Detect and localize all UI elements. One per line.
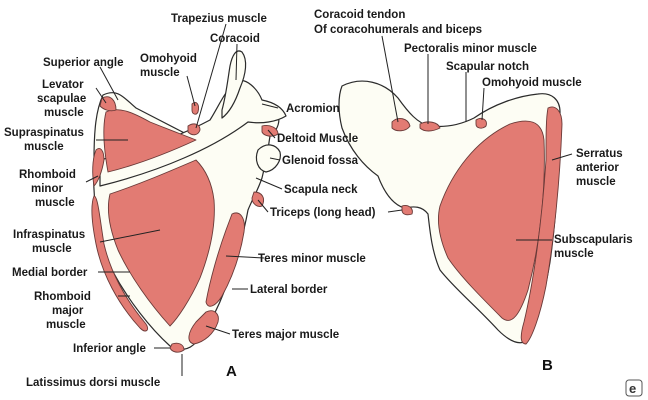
- label-coracoid-tendon-line2: Of coracohumerals and biceps: [314, 24, 482, 36]
- label-inferior-angle: Inferior angle: [73, 343, 146, 355]
- coracoid-process-a: [221, 50, 247, 119]
- label-teres-major: Teres major muscle: [232, 329, 339, 341]
- label-supraspinatus-line1: Supraspinatus: [4, 127, 84, 139]
- omohyoid-attachment-a: [191, 101, 199, 115]
- label-latissimus: Latissimus dorsi muscle: [26, 377, 160, 389]
- label-rhomboid-minor-line3: muscle: [35, 197, 75, 209]
- labels-panel-a: Trapezius muscle Coracoid Superior angle…: [4, 13, 376, 389]
- label-glenoid: Glenoid fossa: [282, 155, 359, 167]
- label-rhomboid-major-line3: muscle: [46, 319, 86, 331]
- leader-lines: [85, 23, 573, 376]
- label-infraspinatus-line2: muscle: [32, 243, 72, 255]
- subscapularis-muscle: [437, 120, 545, 321]
- label-trapezius: Trapezius muscle: [171, 13, 267, 25]
- label-coracoid-tendon-line1: Coracoid tendon: [314, 9, 405, 21]
- label-lateral-border: Lateral border: [250, 284, 328, 296]
- label-subscapularis-line1: Subscapularis: [554, 234, 633, 246]
- label-omohyoid-line2: muscle: [140, 67, 180, 79]
- label-triceps: Triceps (long head): [270, 207, 376, 219]
- panel-label-a: A: [226, 363, 237, 380]
- serratus-anterior-muscle: [520, 106, 563, 345]
- watermark-letter: e: [629, 381, 636, 396]
- label-rhomboid-major-line1: Rhomboid: [34, 291, 91, 303]
- label-serratus-line1: Serratus: [576, 148, 623, 160]
- label-serratus-line3: muscle: [576, 176, 616, 188]
- label-omohyoid-line1: Omohyoid: [140, 53, 197, 65]
- rhomboid-major-muscle: [91, 195, 149, 332]
- infraspinatus-muscle: [107, 159, 215, 327]
- label-medial-border: Medial border: [12, 267, 88, 279]
- latissimus-attachment: [169, 342, 185, 353]
- panel-label-b: B: [542, 357, 553, 374]
- label-superior-angle: Superior angle: [43, 57, 124, 69]
- label-levator-line3: muscle: [44, 107, 84, 119]
- teres-minor-muscle: [205, 212, 245, 307]
- pectoralis-minor-attachment: [419, 121, 441, 132]
- supraspinatus-muscle: [103, 109, 197, 173]
- label-subscapularis-line2: muscle: [554, 248, 594, 260]
- scapula-anterior: [338, 80, 563, 345]
- triceps-attachment-b: [401, 205, 413, 216]
- label-serratus-line2: anterior: [576, 162, 619, 174]
- label-coracoid: Coracoid: [210, 33, 260, 45]
- watermark-logo: e: [625, 379, 643, 397]
- trapezius-attachment: [187, 123, 201, 136]
- label-supraspinatus-line2: muscle: [24, 141, 64, 153]
- scapula-posterior: [91, 50, 287, 353]
- labels-panel-b: Coracoid tendon Of coracohumerals and bi…: [314, 9, 633, 374]
- coracoid-tendon-attachment: [391, 118, 411, 132]
- label-infraspinatus-line1: Infraspinatus: [13, 229, 85, 241]
- deltoid-attachment: [261, 125, 279, 137]
- label-levator-line1: Levator: [42, 79, 84, 91]
- label-rhomboid-major-line2: major: [52, 305, 84, 317]
- label-rhomboid-minor-line1: Rhomboid: [19, 169, 76, 181]
- omohyoid-attachment-b: [475, 117, 487, 129]
- label-omohyoid-b: Omohyoid muscle: [482, 77, 582, 89]
- label-acromion: Acromion: [286, 103, 340, 115]
- label-teres-minor: Teres minor muscle: [258, 253, 366, 265]
- label-scapular-notch: Scapular notch: [446, 61, 529, 73]
- glenoid-fossa-a: [255, 144, 281, 173]
- label-rhomboid-minor-line2: minor: [31, 183, 63, 195]
- teres-major-muscle: [188, 310, 219, 345]
- label-deltoid: Deltoid Muscle: [277, 133, 358, 145]
- rhomboid-minor-muscle: [92, 148, 105, 187]
- label-levator-line2: scapulae: [37, 93, 86, 105]
- label-pectoralis-minor: Pectoralis minor muscle: [404, 43, 537, 55]
- label-scapula-neck: Scapula neck: [284, 184, 358, 196]
